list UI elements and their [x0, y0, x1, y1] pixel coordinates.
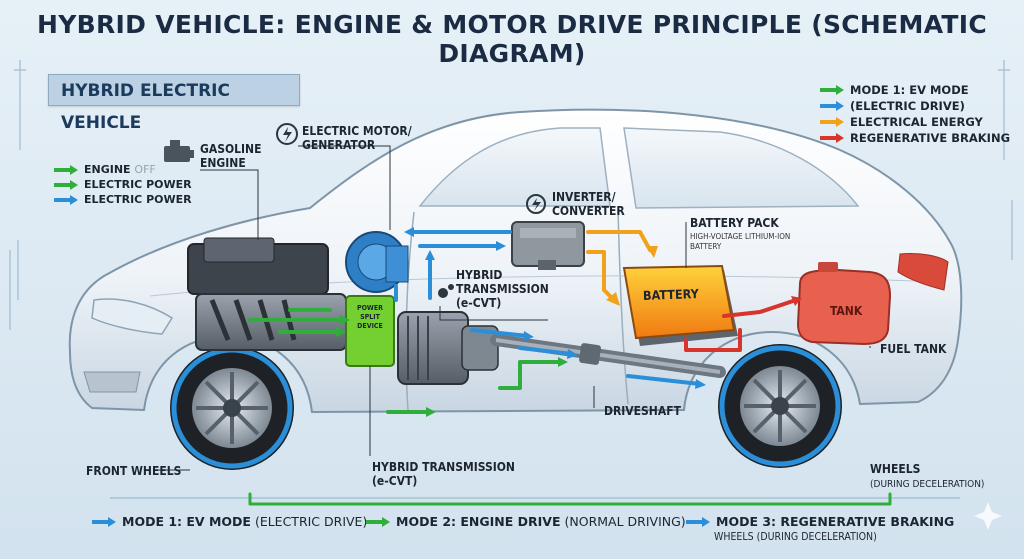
green-arrow-icon [820, 85, 844, 95]
wheels-label: WHEELS [870, 462, 921, 476]
fuel-tank-label: FUEL TANK [880, 342, 947, 356]
fuel-tank [796, 262, 892, 346]
motor-generator [345, 231, 409, 293]
red-arrow-icon [820, 133, 844, 143]
mode-3-subtitle: WHEELS (DURING DECELERATION) [714, 531, 877, 543]
tank-label: TANK [830, 304, 863, 318]
rear-wheel [718, 344, 842, 468]
left-legend: ENGINE OFF ELECTRIC POWER ELECTRIC POWER [54, 162, 192, 207]
wheels-deceleration-label: (DURING DECELERATION) [870, 479, 985, 490]
driveshaft-label: DRIVESHAFT [604, 404, 681, 418]
hybrid-transmission-bottom-label: HYBRID TRANSMISSION(e-CVT) [372, 460, 515, 488]
inverter-converter [511, 221, 585, 270]
legend-item-ev-mode: MODE 1: EV MODE [820, 82, 1010, 98]
motor-generator-label: ELECTRIC MOTOR/GENERATOR [302, 124, 412, 152]
sparkle-icon [974, 502, 1002, 530]
transmission [397, 311, 499, 385]
inverter-label: INVERTER/CONVERTER [552, 190, 625, 218]
front-wheel [170, 346, 294, 470]
hybrid-electric-vehicle-label: HYBRID ELECTRIC VEHICLE [48, 74, 300, 133]
mode-3-label: MODE 3: REGENERATIVE BRAKING [686, 514, 954, 529]
legend-item-electrical-energy: ELECTRICAL ENERGY [820, 114, 1010, 130]
blue-arrow-icon [92, 516, 116, 527]
mode-2-label: MODE 2: ENGINE DRIVE(NORMAL DRIVING) [366, 514, 686, 529]
mode-1-label: MODE 1: EV MODE(ELECTRIC DRIVE) [92, 514, 367, 529]
page-title: HYBRID VEHICLE: ENGINE & MOTOR DRIVE PRI… [37, 10, 987, 68]
legend-item-electric-drive: (ELECTRIC DRIVE) [820, 98, 1010, 114]
frame-lines [9, 60, 1013, 499]
battery-pack [622, 264, 738, 346]
front-wheels-label: FRONT WHEELS [86, 464, 182, 478]
arrow-heads [336, 227, 802, 417]
legend: MODE 1: EV MODE (ELECTRIC DRIVE) ELECTRI… [820, 82, 1010, 146]
left-legend-electric-power-blue: ELECTRIC POWER [54, 192, 192, 207]
blue-arrow-icon [820, 101, 844, 111]
green-arrow-icon [54, 179, 78, 190]
green-arrow-icon [54, 164, 78, 175]
battery-pack-label: BATTERY PACK [690, 216, 779, 230]
gear-icon [438, 284, 454, 298]
left-legend-electric-power-green: ELECTRIC POWER [54, 177, 192, 192]
legend-item-regenerative-braking: REGENERATIVE BRAKING [820, 130, 1010, 146]
blue-arrow-icon [54, 194, 78, 205]
engine-icon [164, 140, 194, 162]
bolt-gear-icon [276, 123, 298, 145]
blue-arrow-icon [686, 516, 710, 527]
green-arrow-icon [366, 516, 390, 527]
inverter-bolt-icon [526, 194, 546, 214]
orange-arrow-icon [820, 117, 844, 127]
driveshaft [490, 334, 726, 378]
left-legend-engine-off: ENGINE OFF [54, 162, 192, 177]
battery-label: BATTERY [642, 286, 699, 303]
